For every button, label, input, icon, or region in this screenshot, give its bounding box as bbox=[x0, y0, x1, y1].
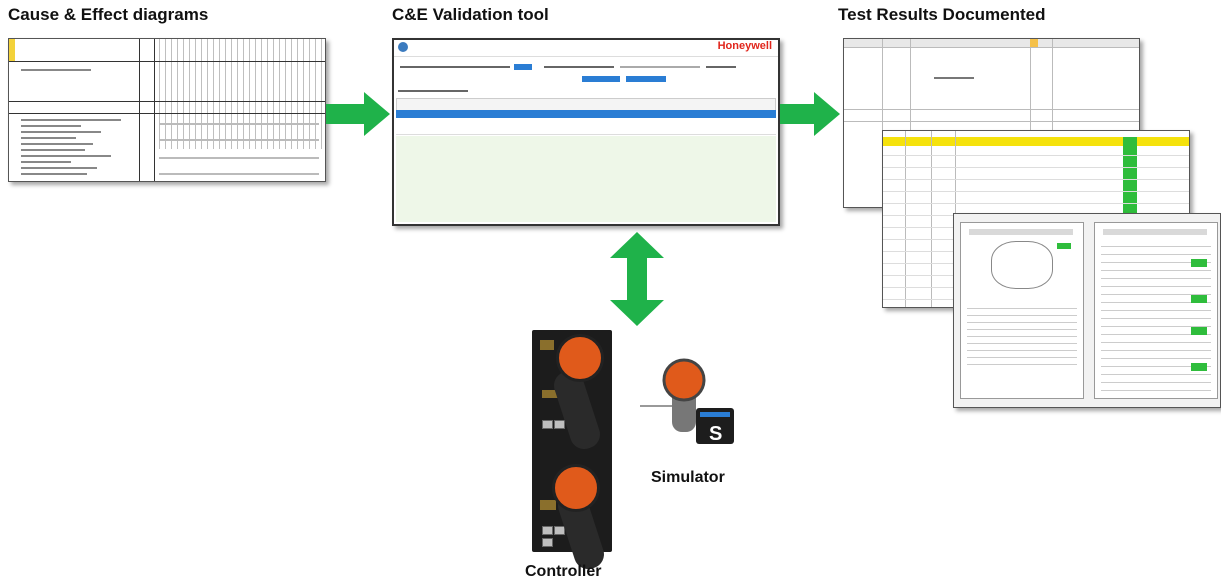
header-highlight bbox=[9, 39, 15, 61]
validate-button[interactable] bbox=[582, 76, 620, 82]
controller-label: Controller bbox=[525, 563, 602, 580]
grid-row[interactable] bbox=[396, 126, 776, 135]
pass-column bbox=[1123, 137, 1137, 229]
cause-effect-heading: Cause & Effect diagrams bbox=[8, 5, 209, 24]
simulator-icon: S bbox=[640, 358, 734, 445]
bidirectional-arrow-icon bbox=[610, 232, 664, 326]
results-report-document bbox=[953, 213, 1221, 408]
report-page bbox=[1094, 222, 1218, 399]
selected-row[interactable] bbox=[396, 110, 776, 118]
right-arrow-icon bbox=[326, 92, 390, 136]
simulator-letter: S bbox=[709, 423, 722, 445]
test-results-heading: Test Results Documented bbox=[838, 5, 1046, 24]
app-logo-icon bbox=[398, 42, 408, 52]
honeywell-logo: Honeywell bbox=[717, 40, 772, 52]
controller-image bbox=[532, 330, 612, 573]
controller-module-top bbox=[556, 334, 604, 382]
report-button[interactable] bbox=[626, 76, 666, 82]
right-arrow-icon bbox=[780, 92, 840, 136]
yellow-header-row bbox=[883, 137, 1189, 146]
matrix-columns bbox=[154, 39, 325, 149]
report-page bbox=[960, 222, 1084, 399]
validation-tool-window: Honeywell bbox=[392, 38, 780, 226]
cause-effect-diagram-image bbox=[8, 38, 326, 182]
browse-button[interactable] bbox=[514, 64, 532, 70]
tool-titlebar: Honeywell bbox=[394, 40, 778, 57]
results-area bbox=[396, 136, 776, 222]
validation-tool-heading: C&E Validation tool bbox=[392, 5, 549, 24]
controller-module-bottom bbox=[552, 464, 600, 512]
simulator-label: Simulator bbox=[651, 469, 725, 486]
